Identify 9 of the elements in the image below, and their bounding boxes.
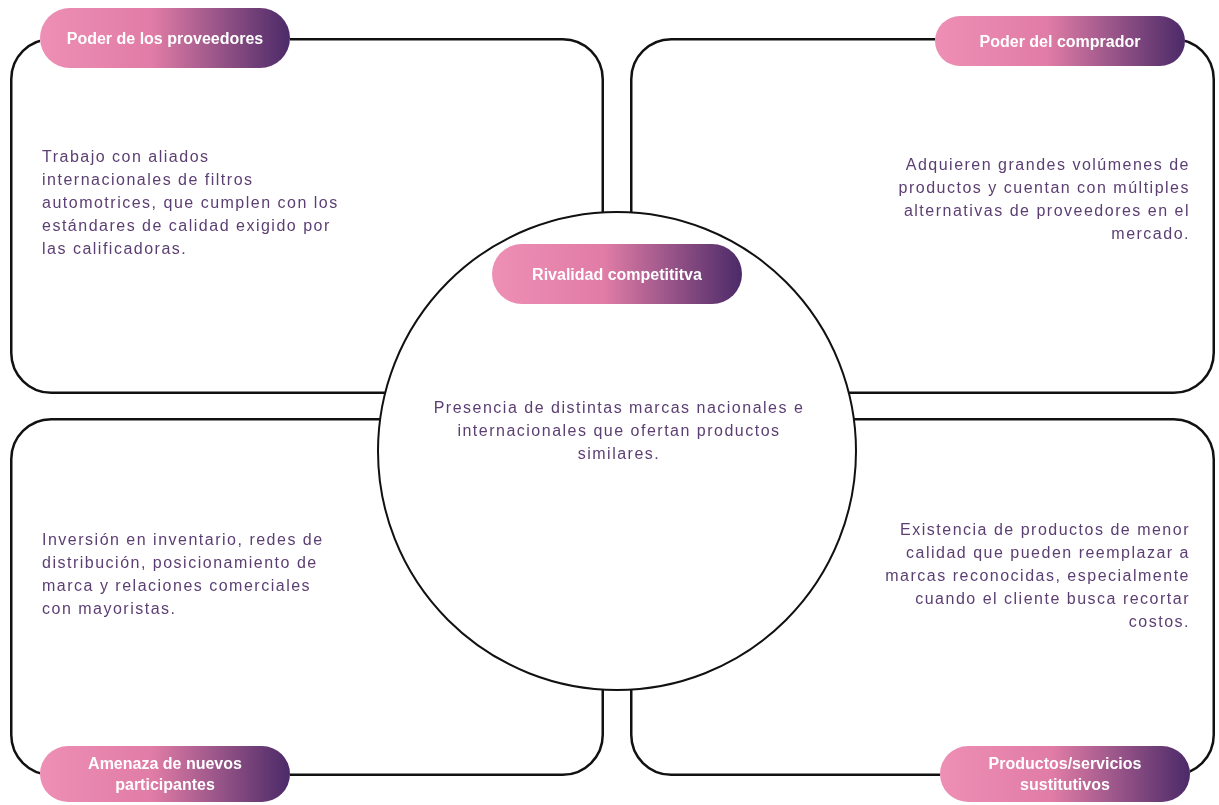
heading-pill: Amenaza de nuevos participantes: [40, 746, 290, 802]
heading-pill: Poder del comprador: [935, 16, 1185, 66]
description-text: Adquieren grandes volúmenes de productos y cuentan con múltiples alternativas de proveedores en el mercado.: [897, 155, 1190, 244]
description-text: Inversión en inventario, redes de distribución, posicionamiento de marca y relaciones comerciales con mayoristas.: [42, 530, 325, 619]
description-text: Trabajo con aliados internacionales de filtros automotrices, que cumplen con los estándares de calidad exigido por las calificadoras.: [42, 147, 340, 259]
heading-pill: Rivalidad competititva: [492, 244, 742, 304]
heading-pill: Poder de los proveedores: [40, 8, 290, 68]
description-text: Existencia de productos de menor calidad que pueden reemplazar a marcas reconocidas, especialmente cuando el cliente busca recortar costos.: [884, 520, 1190, 632]
description-text: Presencia de distintas marcas nacionales e internacionales que ofertan productos similares.: [432, 398, 806, 464]
